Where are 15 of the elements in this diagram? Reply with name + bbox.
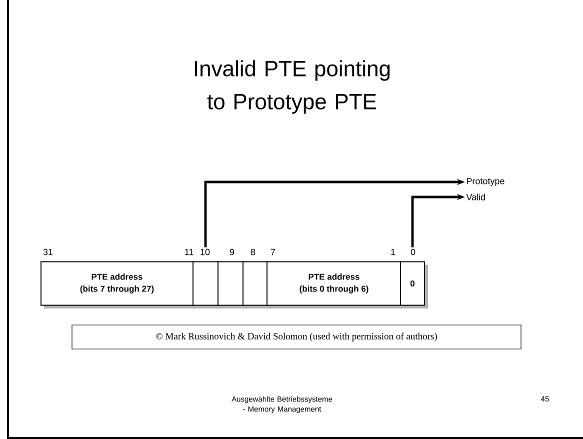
bit-cell [242, 261, 268, 306]
bit-cell [192, 261, 218, 306]
bit-number: 9 [230, 248, 234, 256]
bit-field: 0 [400, 261, 425, 306]
bit-number: 0 [410, 248, 416, 256]
bit-number: 10 [200, 248, 210, 256]
bit-number: 7 [270, 248, 276, 256]
title: Invalid PTE pointing to Prototype PTE [194, 60, 390, 114]
bit-label: Prototype [466, 178, 504, 186]
bit-number: 1 [391, 248, 396, 256]
bit-cell [218, 261, 244, 306]
bit-number: 8 [250, 248, 256, 256]
bit-number: 11 [185, 248, 194, 256]
bit-label: Valid [466, 194, 485, 200]
copyright-box: © Mark Russinovich & David Solomon (used with permission of authors) [72, 324, 522, 350]
